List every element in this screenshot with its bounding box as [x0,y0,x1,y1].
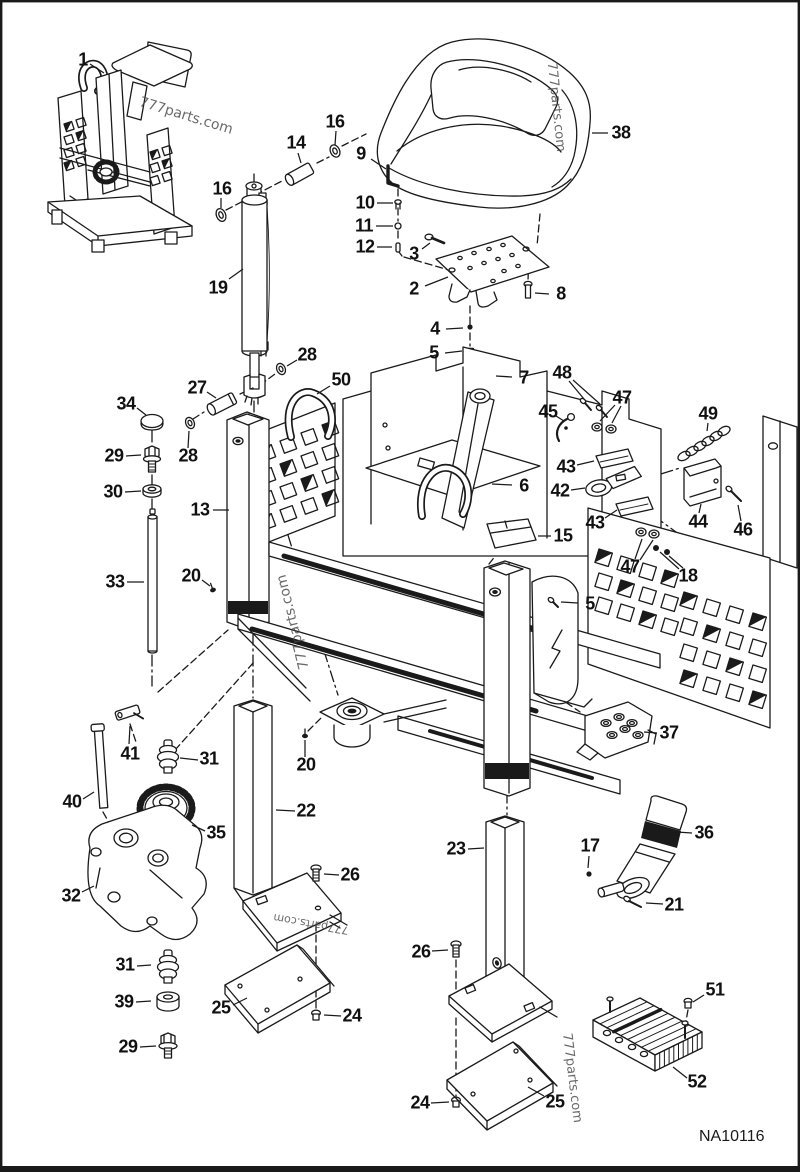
cover-25 [446,1041,558,1131]
frame-right-panel [587,507,771,729]
rod-33 [149,508,156,515]
assembly-dash-lines [102,133,689,1097]
washer-39 [156,991,180,1012]
cap-34 [140,413,164,429]
ring-28 [275,362,287,376]
washers-47 [591,422,617,434]
fender [531,575,579,705]
mount-31 [156,739,180,774]
plate-holes [448,242,530,284]
cable-45 [555,417,569,443]
counterweight [592,996,703,1072]
ring-28 [184,416,196,430]
mount-bracket-cluster [87,704,207,1059]
pivot-stack [140,413,164,654]
nut-24 [310,1009,322,1021]
perforation-grid [63,116,87,172]
frame-front-right-post [483,560,531,797]
ring-16 [215,207,227,223]
belt-latch-cluster [555,397,742,555]
bolt-20 [209,582,216,593]
fastener-4 [467,324,473,330]
mount-31 [156,949,180,984]
seat-belt-retractor [586,795,688,908]
screws-48 [579,397,608,418]
rod-40 [90,723,109,809]
nuts-18 [664,549,670,555]
bolt-20 [302,728,308,739]
pin-14 [284,162,315,186]
clip-41 [114,704,145,721]
fins [599,1001,698,1070]
gas-strut [184,144,341,430]
perforation-grid [679,591,768,710]
perforation-grid [149,144,173,187]
bracket-44 [683,458,722,507]
chain-49 [677,425,731,462]
fastener-12 [395,242,401,253]
bolt-17 [586,871,592,877]
frame-left-post [226,411,270,631]
nut-51 [683,997,693,1009]
fastener-11 [394,222,402,230]
assembled-seat-mount-view [47,41,193,253]
bolt-26 [450,940,462,958]
hole-plate-37 [576,701,657,761]
support-post-left [224,699,348,1034]
washers-47 [635,527,660,539]
bolt-26 [310,864,322,882]
cover-25 [224,944,335,1034]
washer-30 [142,484,162,494]
figure-code: NA10116 [699,1128,765,1145]
anchor-plate-15 [486,518,537,549]
callout-leader-lines [81,63,742,1104]
perforation-grid [594,548,680,637]
bolt-29 [158,1032,178,1059]
seat-cushion [376,38,592,209]
buckle-42 [585,465,642,497]
ring-16 [329,144,341,158]
support-post-right [446,815,558,1131]
main-frame [209,346,798,797]
nuts-18 [653,545,659,551]
plate-rings [600,712,644,740]
pin-27 [206,392,238,416]
hex-key [386,164,400,188]
